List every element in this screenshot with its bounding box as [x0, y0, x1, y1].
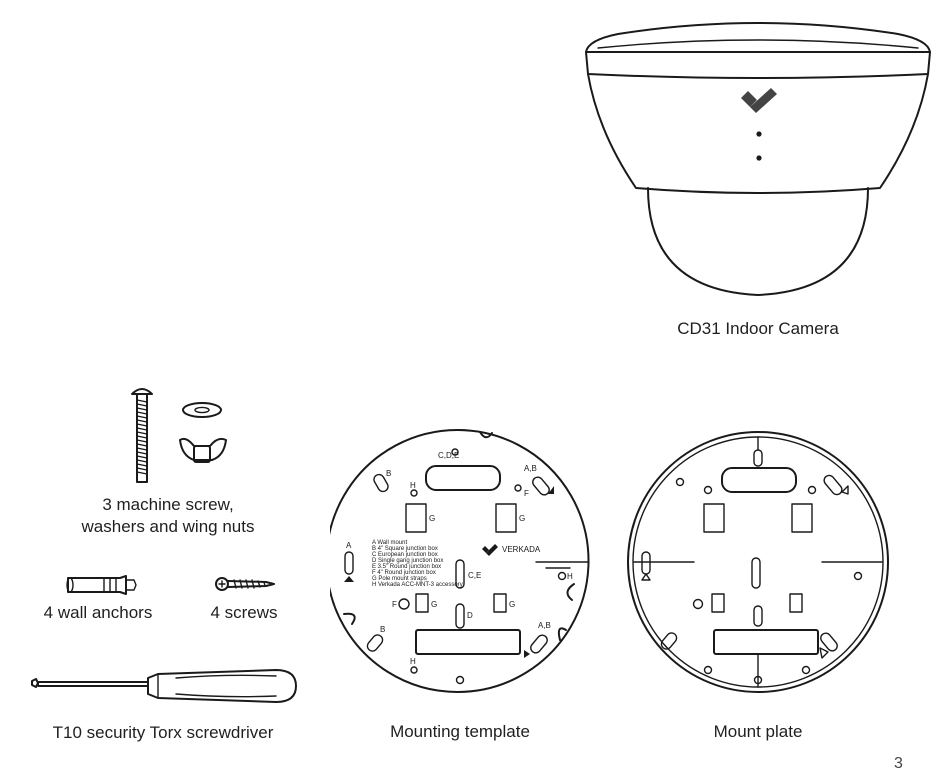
template-label-g4: G: [509, 600, 515, 609]
template-label-f-top: F: [524, 489, 529, 498]
template-label-cde: C,D,E: [438, 451, 459, 460]
mount-plate-illustration: [624, 428, 892, 696]
template-label-g3: G: [431, 600, 437, 609]
svg-text:E 3.5" Round junction box: E 3.5" Round junction box: [372, 564, 441, 570]
svg-text:F 4" Round junction box: F 4" Round junction box: [372, 570, 436, 576]
template-label-b-top: B: [386, 469, 391, 478]
template-label-g1: G: [429, 514, 435, 523]
template-label-h-top: H: [410, 481, 416, 490]
template-brand: VERKADA: [502, 545, 541, 554]
wall-anchor-illustration: [64, 574, 144, 596]
template-label-b-bottom: B: [380, 625, 385, 634]
template-label-d: D: [467, 611, 473, 620]
machine-screw-caption-line2: washers and wing nuts: [81, 517, 255, 536]
camera-illustration: [578, 12, 938, 312]
svg-text:C European junction box: C European junction box: [372, 552, 438, 558]
wall-anchor-caption: 4 wall anchors: [43, 603, 153, 622]
svg-text:D Single gang junction box: D Single gang junction box: [372, 558, 443, 564]
verkada-logo-icon: [482, 544, 498, 556]
mounting-template-illustration: C,D,E B H A,B F G G A A Wall mount B 4" …: [330, 428, 598, 696]
template-label-ce: C,E: [468, 571, 481, 580]
screwdriver-illustration: [26, 664, 301, 708]
verkada-logo-icon: [741, 88, 777, 113]
mounting-template-caption: Mounting template: [390, 722, 530, 741]
template-label-ab-bottom: A,B: [538, 621, 551, 630]
template-label-g2: G: [519, 514, 525, 523]
machine-screw-illustration: [120, 384, 240, 484]
screwdriver-caption: T10 security Torx screwdriver: [52, 723, 274, 742]
template-legend: A Wall mount B 4" Square junction box C …: [372, 540, 463, 588]
mount-plate-caption: Mount plate: [713, 722, 803, 741]
template-label-h-mid: H: [567, 572, 573, 581]
small-screw-caption: 4 screws: [210, 603, 278, 622]
small-screw-illustration: [214, 574, 278, 594]
template-label-f-mid: F: [392, 600, 397, 609]
page-number: 3: [894, 755, 903, 772]
template-label-ab-top: A,B: [524, 464, 537, 473]
svg-text:B 4" Square junction box: B 4" Square junction box: [372, 546, 438, 552]
template-label-h-bottom: H: [410, 657, 416, 666]
svg-text:H Verkada ACC-MNT-3 accessory: H Verkada ACC-MNT-3 accessory: [372, 582, 463, 588]
camera-caption: CD31 Indoor Camera: [677, 319, 839, 338]
machine-screw-caption-line1: 3 machine screw,: [102, 495, 234, 514]
template-label-a: A: [346, 541, 352, 550]
svg-text:A Wall mount: A Wall mount: [372, 540, 407, 546]
svg-text:G Pole mount straps: G Pole mount straps: [372, 576, 427, 582]
